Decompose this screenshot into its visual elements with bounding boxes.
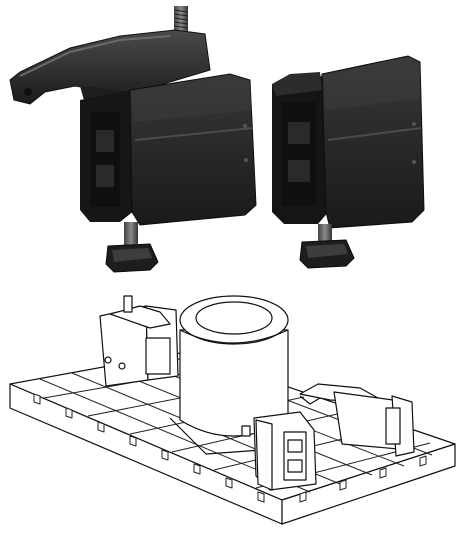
clamp-with-lever-photo [9, 6, 257, 273]
cylindrical-workpiece [169, 295, 301, 455]
lever-pin-hole [24, 88, 32, 96]
tslot-jaw-right [282, 102, 316, 206]
tslot-jaw-left [90, 112, 120, 207]
threaded-stud-top [173, 6, 189, 36]
table-front-slots [33, 393, 427, 503]
drawn-clamp-right [299, 383, 415, 457]
assembly-line-drawing [9, 295, 456, 525]
drawn-clamp-front [241, 411, 317, 491]
drawn-clamp-back-left [99, 295, 179, 387]
clamp-without-lever-photo [272, 55, 425, 269]
